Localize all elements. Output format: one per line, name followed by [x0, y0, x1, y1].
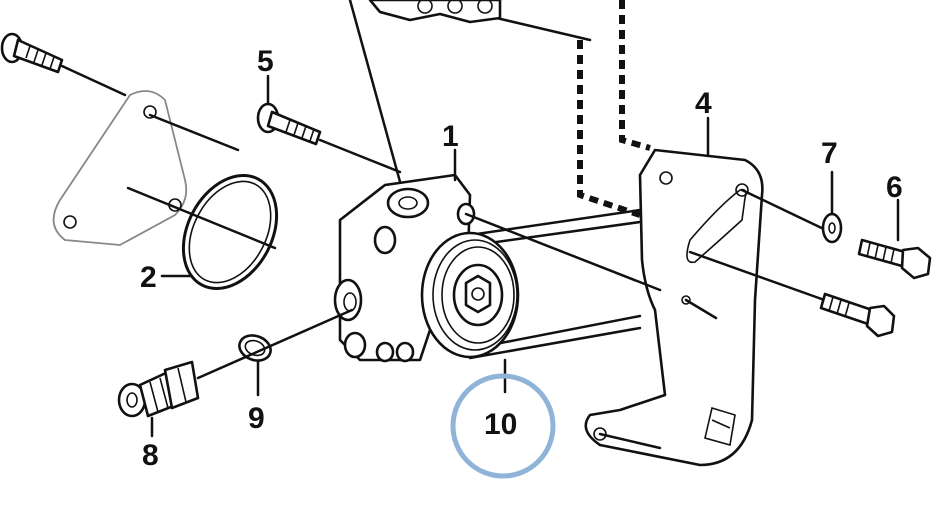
callout-leaders: [150, 74, 900, 438]
bracket-leader-upper: [464, 212, 662, 292]
callout-6: 6: [886, 171, 903, 204]
screw-5: [256, 102, 402, 174]
callout-10: 10: [484, 408, 517, 441]
washer-7: [821, 212, 843, 244]
bolt-leader-upper: [740, 188, 832, 234]
callout-1: 1: [442, 120, 459, 153]
bracket-leader-mid: [684, 298, 718, 320]
upstream-component-stub: [368, 0, 502, 24]
cover-plate: [52, 90, 188, 246]
callout-10-highlight-circle: [450, 373, 556, 479]
bracket-leader-low: [598, 432, 662, 450]
callout-9: 9: [248, 402, 265, 435]
drive-belt: [468, 208, 642, 360]
lower-bolt: [819, 292, 896, 338]
cover-leader-top: [148, 113, 240, 152]
callout-2: 2: [140, 261, 157, 294]
pump-body: [333, 173, 476, 363]
callout-4: 4: [695, 87, 712, 120]
long-screw: [0, 32, 127, 97]
pulley: [420, 231, 520, 359]
callout-7: 7: [821, 137, 838, 170]
o-ring: [181, 173, 279, 291]
pump-port-leader: [348, 0, 407, 202]
seal-ring-9: [238, 334, 272, 362]
callout-8: 8: [142, 439, 159, 472]
hose-fitting-8: [117, 308, 354, 418]
bolt-6: [857, 238, 932, 280]
bracket: [584, 148, 764, 467]
cover-leader-mid: [126, 186, 277, 250]
bolt-leader-lower: [688, 250, 832, 304]
callout-5: 5: [257, 45, 274, 78]
